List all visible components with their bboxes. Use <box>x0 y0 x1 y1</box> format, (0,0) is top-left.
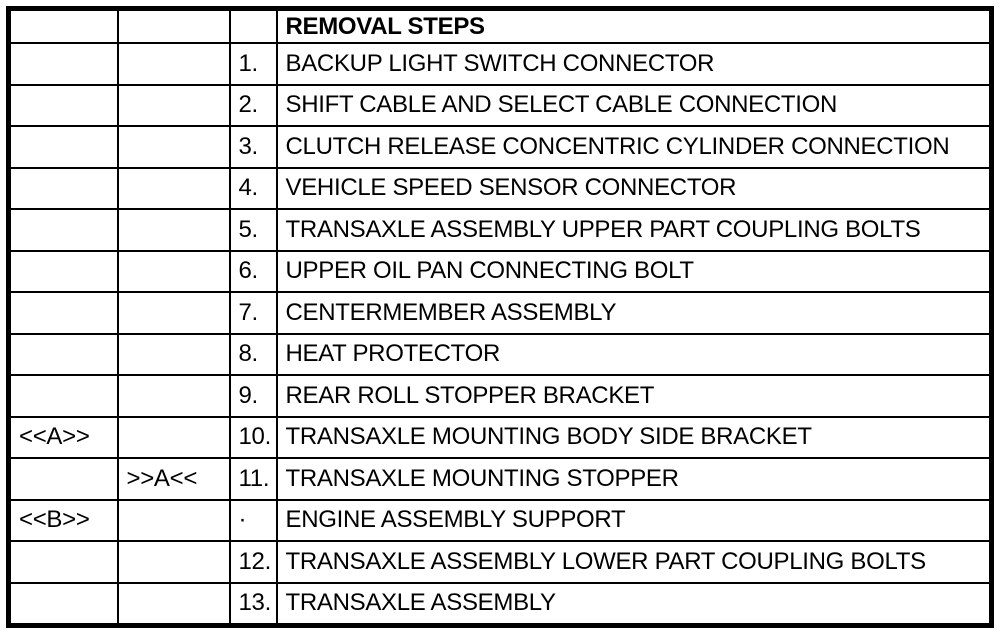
step-number: 4. <box>228 166 278 210</box>
marker-b-cell <box>116 249 231 293</box>
step-label: CENTERMEMBER ASSEMBLY <box>275 291 993 335</box>
step-label: HEAT PROTECTOR <box>275 332 993 376</box>
step-number: 5. <box>228 208 278 252</box>
marker-b-cell <box>116 166 231 210</box>
marker-a-cell <box>7 249 119 293</box>
step-number-header-cell <box>228 7 278 44</box>
step-label: BACKUP LIGHT SWITCH CONNECTOR <box>275 42 993 86</box>
step-number: · <box>228 498 278 542</box>
step-number: 8. <box>228 332 278 376</box>
marker-a-cell <box>7 208 119 252</box>
table-row: 8. HEAT PROTECTOR <box>7 332 993 376</box>
marker-a-cell <box>7 457 119 501</box>
step-label: TRANSAXLE ASSEMBLY <box>275 581 993 627</box>
table-title: REMOVAL STEPS <box>275 7 993 44</box>
marker-a-cell <box>7 125 119 169</box>
marker-b-cell <box>116 498 231 542</box>
step-number: 11. <box>228 457 278 501</box>
marker-a-cell <box>7 374 119 418</box>
step-number: 13. <box>228 581 278 627</box>
table-row: >>A<< 11. TRANSAXLE MOUNTING STOPPER <box>7 457 993 501</box>
step-number: 3. <box>228 125 278 169</box>
step-number: 1. <box>228 42 278 86</box>
step-number: 9. <box>228 374 278 418</box>
step-label: UPPER OIL PAN CONNECTING BOLT <box>275 249 993 293</box>
marker-b-cell <box>116 125 231 169</box>
table-row: 2. SHIFT CABLE AND SELECT CABLE CONNECTI… <box>7 83 993 127</box>
table-row: 5. TRANSAXLE ASSEMBLY UPPER PART COUPLIN… <box>7 208 993 252</box>
marker-b-cell <box>116 42 231 86</box>
marker-b-header-cell <box>116 7 231 44</box>
marker-a-cell <box>7 540 119 584</box>
step-label: ENGINE ASSEMBLY SUPPORT <box>275 498 993 542</box>
marker-a-cell <box>7 332 119 376</box>
marker-a-cell: <<B>> <box>7 498 119 542</box>
marker-b-cell <box>116 540 231 584</box>
marker-a-cell <box>7 166 119 210</box>
step-number: 10. <box>228 415 278 459</box>
removal-steps-table: REMOVAL STEPS 1. BACKUP LIGHT SWITCH CON… <box>6 6 994 628</box>
marker-a-cell <box>7 291 119 335</box>
step-label: CLUTCH RELEASE CONCENTRIC CYLINDER CONNE… <box>275 125 993 169</box>
table-row: <<B>> · ENGINE ASSEMBLY SUPPORT <box>7 498 993 542</box>
marker-b-cell <box>116 332 231 376</box>
table-header-row: REMOVAL STEPS <box>7 7 993 44</box>
step-label: TRANSAXLE ASSEMBLY UPPER PART COUPLING B… <box>275 208 993 252</box>
marker-b-cell <box>116 415 231 459</box>
marker-b-cell: >>A<< <box>116 457 231 501</box>
step-label: TRANSAXLE MOUNTING BODY SIDE BRACKET <box>275 415 993 459</box>
marker-b-cell <box>116 581 231 627</box>
table-row: 1. BACKUP LIGHT SWITCH CONNECTOR <box>7 42 993 86</box>
marker-a-cell <box>7 42 119 86</box>
step-label: SHIFT CABLE AND SELECT CABLE CONNECTION <box>275 83 993 127</box>
step-label: VEHICLE SPEED SENSOR CONNECTOR <box>275 166 993 210</box>
step-number: 2. <box>228 83 278 127</box>
step-number: 12. <box>228 540 278 584</box>
table-row: 12. TRANSAXLE ASSEMBLY LOWER PART COUPLI… <box>7 540 993 584</box>
step-number: 7. <box>228 291 278 335</box>
table-row: 3. CLUTCH RELEASE CONCENTRIC CYLINDER CO… <box>7 125 993 169</box>
marker-a-cell <box>7 581 119 627</box>
step-label: TRANSAXLE MOUNTING STOPPER <box>275 457 993 501</box>
table-row: <<A>> 10. TRANSAXLE MOUNTING BODY SIDE B… <box>7 415 993 459</box>
marker-a-cell: <<A>> <box>7 415 119 459</box>
step-label: TRANSAXLE ASSEMBLY LOWER PART COUPLING B… <box>275 540 993 584</box>
marker-a-header-cell <box>7 7 119 44</box>
step-number: 6. <box>228 249 278 293</box>
marker-a-cell <box>7 83 119 127</box>
marker-b-cell <box>116 291 231 335</box>
step-label: REAR ROLL STOPPER BRACKET <box>275 374 993 418</box>
table-row: 6. UPPER OIL PAN CONNECTING BOLT <box>7 249 993 293</box>
table-row: 4. VEHICLE SPEED SENSOR CONNECTOR <box>7 166 993 210</box>
marker-b-cell <box>116 374 231 418</box>
table-row: 7. CENTERMEMBER ASSEMBLY <box>7 291 993 335</box>
marker-b-cell <box>116 208 231 252</box>
table-row: 9. REAR ROLL STOPPER BRACKET <box>7 374 993 418</box>
marker-b-cell <box>116 83 231 127</box>
table-row: 13. TRANSAXLE ASSEMBLY <box>7 581 993 627</box>
